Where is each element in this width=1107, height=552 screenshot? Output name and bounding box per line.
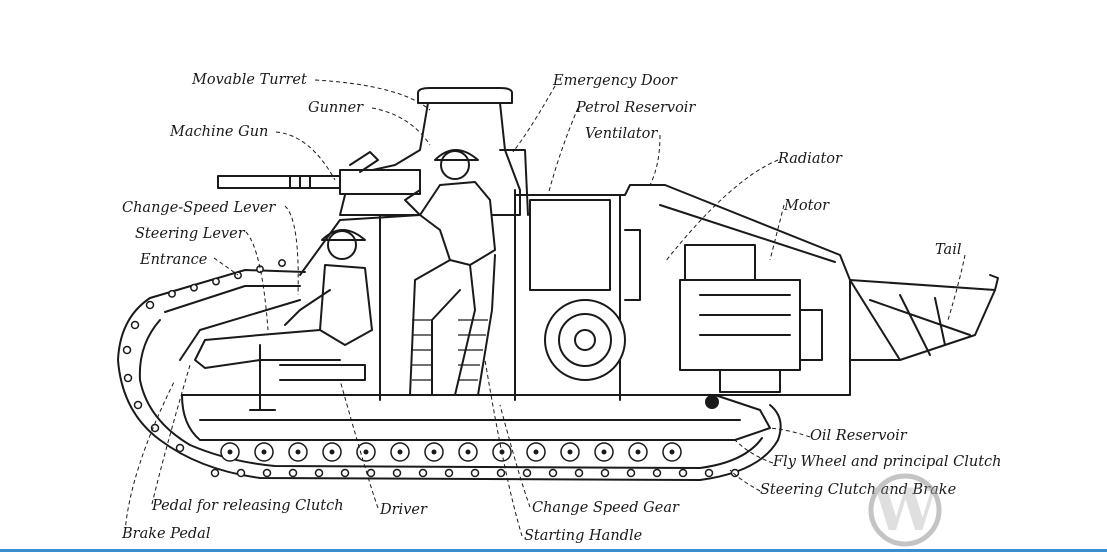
track-link [262,468,272,478]
label-entrance: Entrance [139,252,207,268]
road-wheel-hub [295,449,301,455]
track-link [418,468,428,478]
label-emergency-door: Emergency Door [552,73,678,89]
track-link [123,373,133,383]
watermark-letter: W [872,476,939,544]
road-wheel-hub [227,449,233,455]
label-movable-turret: Movable Turret [191,72,307,88]
label-pedal-clutch: Pedal for releasing Clutch [151,498,344,514]
road-wheel-hub [465,449,471,455]
road-wheel-hub [567,449,573,455]
track-link [392,468,402,478]
track-link [288,468,298,478]
track-link [278,259,286,267]
track-link [730,468,740,478]
tail-frame [849,274,999,361]
track-link [470,468,480,478]
track-link [175,443,185,453]
label-petrol-reservoir: Petrol Reservoir [575,100,696,116]
label-gunner: Gunner [308,100,364,116]
track-link [600,468,610,478]
track-link [130,320,140,330]
track-link [314,468,324,478]
gunner-figure [404,149,496,396]
label-steering-lever: Steering Lever [135,226,246,242]
leader-lines [124,79,966,537]
label-driver: Driver [379,502,428,518]
track-link [548,468,558,478]
track-link [678,468,688,478]
label-tail: Tail [935,242,962,258]
track-link [496,468,506,478]
road-wheel-hub [601,449,607,455]
watermark-logo: W [868,473,942,547]
track-link [522,468,532,478]
track-link [122,345,132,355]
track-link [704,468,714,478]
track-link [212,277,220,286]
label-motor: Motor [783,198,830,214]
track-link [133,400,143,410]
engine-bay [529,199,823,409]
label-brake-pedal: Brake Pedal [121,526,211,542]
bottom-accent-rule [0,549,1107,552]
track-link [234,271,242,280]
hull [179,184,851,441]
road-wheel-hub [533,449,539,455]
track-links [122,259,740,478]
label-oil-reservoir: Oil Reservoir [810,428,908,444]
road-wheel-hub [635,449,641,455]
label-machine-gun: Machine Gun [169,124,268,140]
track-link [366,468,376,478]
road-wheel-hub [431,449,437,455]
label-ventilator: Ventilator [585,126,658,142]
labels: Movable Turret Gunner Machine Gun Change… [121,72,1002,544]
label-steering-clutch: Steering Clutch and Brake [760,482,956,498]
track-link [652,468,662,478]
road-wheel-hub [329,449,335,455]
track-link [145,300,155,310]
machine-gun-drawing [217,151,421,195]
track-link [168,289,176,298]
turret [339,87,529,216]
track-link [190,283,198,292]
label-starting-handle: Starting Handle [524,528,642,544]
road-wheel-hub [669,449,675,455]
label-fly-wheel: Fly Wheel and principal Clutch [772,454,1002,470]
track-link [626,468,636,478]
track-link [444,468,454,478]
track-link [236,468,246,478]
track-link [340,468,350,478]
road-wheels [220,442,682,462]
driver-figure [194,229,373,411]
label-change-speed-lever: Change-Speed Lever [122,200,276,216]
track-link [574,468,584,478]
label-radiator: Radiator [777,151,843,167]
track-link [210,468,220,478]
label-change-speed-gear: Change Speed Gear [532,500,680,516]
road-wheel-hub [397,449,403,455]
road-wheel-hub [363,449,369,455]
road-wheel-hub [261,449,267,455]
